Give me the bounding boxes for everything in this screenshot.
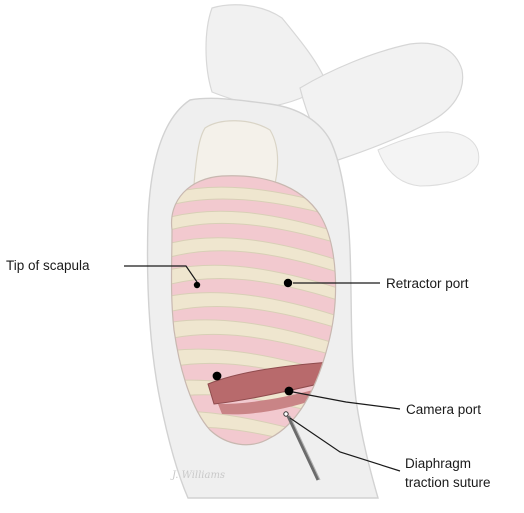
suture-entry-marker [284,412,288,416]
forearm-shape [378,132,479,186]
label-tip-of-scapula: Tip of scapula [6,258,90,273]
camera-port-marker [285,387,294,396]
incision-marker [213,372,222,381]
label-retractor-port: Retractor port [386,276,469,291]
label-camera-port: Camera port [406,402,481,417]
retractor-port-marker [284,279,292,287]
label-diaphragm-line2: traction suture [405,475,491,490]
label-diaphragm-line1: Diaphragm [405,456,471,471]
scapula-tip-marker [194,282,200,288]
artist-signature: J. Williams [170,470,225,481]
